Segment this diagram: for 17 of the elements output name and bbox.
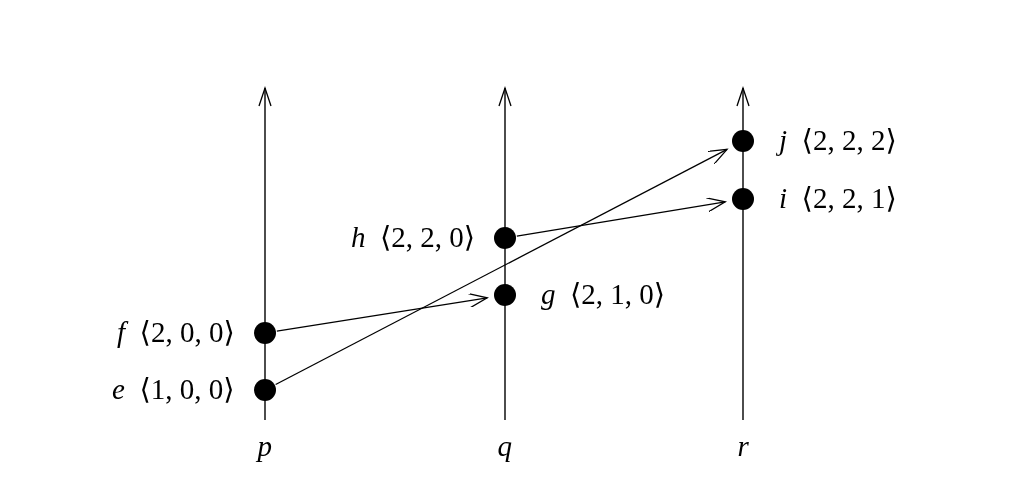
event-label: h ⟨2, 2, 0⟩ — [351, 222, 476, 252]
message-arrow — [516, 197, 726, 237]
process-label: q — [497, 432, 512, 461]
process-label: p — [257, 432, 272, 461]
event-label: f ⟨2, 0, 0⟩ — [117, 317, 235, 347]
event-dot — [494, 227, 516, 249]
event-label: g ⟨2, 1, 0⟩ — [541, 279, 666, 309]
event-dot — [254, 322, 276, 344]
event-dot — [254, 379, 276, 401]
event-dot — [494, 284, 516, 306]
process-label: r — [737, 432, 749, 461]
event-dot — [732, 130, 754, 152]
event-label: i ⟨2, 2, 1⟩ — [779, 183, 897, 213]
event-label: e ⟨1, 0, 0⟩ — [112, 374, 235, 404]
message-arrow — [275, 148, 728, 386]
event-dot — [732, 188, 754, 210]
message-arrow — [276, 293, 488, 332]
